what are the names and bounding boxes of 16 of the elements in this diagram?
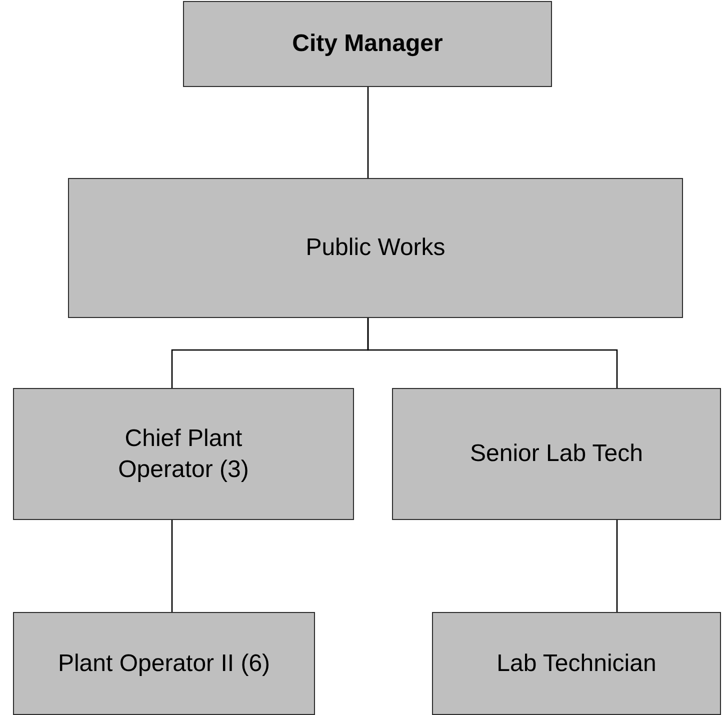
position-text: Chief Plant Operator (3) [117, 424, 250, 485]
org-box [183, 1, 552, 87]
position-text: Plant Operator II (6) [58, 648, 270, 679]
org-box [13, 388, 354, 520]
position-text: Senior Lab Tech [470, 439, 643, 470]
org-box [13, 612, 315, 715]
connector-line [171, 520, 173, 612]
position-text: Lab Technician [496, 648, 656, 679]
connector-line [367, 87, 369, 178]
org-box [432, 612, 721, 715]
connector-line [367, 318, 618, 388]
title-text: City Manager [292, 29, 443, 60]
org-box [68, 178, 683, 318]
position-text: Public Works [306, 233, 446, 264]
org-box [392, 388, 721, 520]
connector-line [616, 520, 618, 612]
